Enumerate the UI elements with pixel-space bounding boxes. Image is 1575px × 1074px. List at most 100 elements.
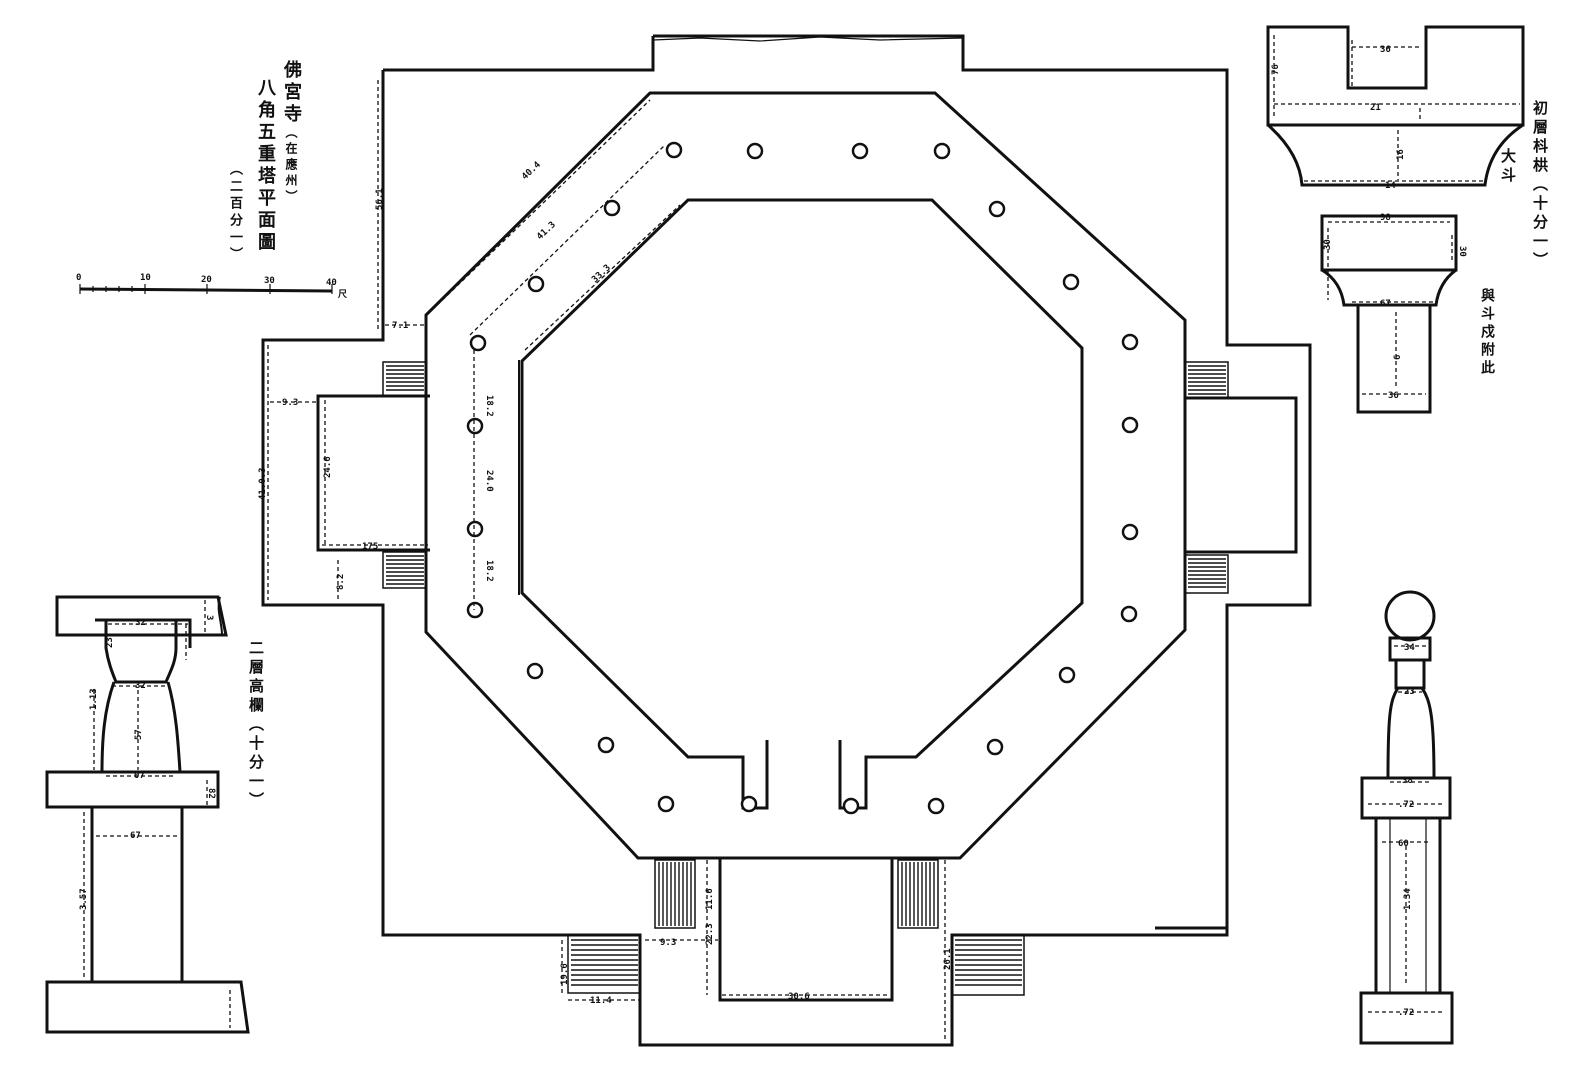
dim-label: 9.3 — [660, 938, 676, 948]
bracket-title: 初層枓栱（十分一） — [1531, 100, 1549, 271]
main-plan: 40.4 41.3 33.3 7.1 9.3 56.1 41.0.3 24.6 … — [258, 34, 1312, 1047]
dim-label: 26.1 — [943, 948, 953, 970]
column-mark — [597, 736, 615, 754]
post-detail: 34 23 38 .72 60 1.34 .72 — [1359, 590, 1454, 1045]
dim-label: 41.3 — [535, 220, 558, 242]
column-mark — [842, 797, 860, 815]
dim-label: 24.0 — [484, 470, 494, 492]
column-mark — [1120, 605, 1138, 623]
svg-text:16: 16 — [1396, 149, 1406, 160]
svg-text:23: 23 — [1404, 687, 1415, 697]
column-mark — [1121, 523, 1139, 541]
column-mark — [988, 200, 1006, 218]
column-mark — [469, 334, 487, 352]
columns — [466, 141, 1139, 815]
dim-label: 8.2 — [336, 574, 346, 590]
south-porch — [718, 858, 894, 1002]
column-mark — [851, 142, 869, 160]
steps-west-bottom — [382, 551, 427, 589]
column-mark — [1062, 273, 1080, 291]
steps-sw — [567, 934, 641, 994]
column-mark — [466, 417, 484, 435]
scale-bar: 0 10 20 30 40 尺 — [76, 273, 347, 300]
svg-text:67: 67 — [1380, 299, 1391, 309]
svg-text:.72: .72 — [1398, 800, 1414, 810]
svg-text:98: 98 — [1380, 213, 1391, 223]
svg-text:67: 67 — [130, 831, 141, 841]
column-mark — [657, 795, 675, 813]
dim-label: 11.4 — [590, 996, 612, 1006]
scale-unit: 尺 — [338, 289, 347, 300]
dim-label: 9.3 — [282, 398, 298, 408]
balustrade-detail: 32 23 32 1.13 57 07 82 3 3.57 67 — [45, 595, 250, 1034]
dim-label: 24.6 — [323, 456, 333, 478]
svg-text:.72: .72 — [1398, 1008, 1414, 1018]
steps-east-top — [1184, 361, 1229, 399]
scale-tick-40: 40 — [326, 278, 337, 288]
column-mark — [526, 662, 544, 680]
dim-label: 175 — [362, 542, 378, 552]
svg-text:14: 14 — [1385, 181, 1396, 191]
svg-text:32: 32 — [135, 618, 146, 628]
east-bay — [1185, 396, 1298, 554]
bracket-note: 與斗戍附此 — [1479, 288, 1495, 378]
platform-outline — [261, 34, 1312, 1047]
column-title: 二層高欄（十分一） — [247, 640, 265, 811]
title-location: （在應州） — [284, 126, 298, 206]
outer-octagon — [424, 91, 1187, 860]
svg-text:36: 36 — [1388, 391, 1399, 401]
svg-text:82: 82 — [206, 788, 216, 799]
svg-text:30: 30 — [1323, 239, 1333, 250]
steps-se — [951, 934, 1025, 996]
svg-text:34: 34 — [1404, 643, 1415, 653]
column-mark — [527, 275, 545, 293]
dim-label: 18.2 — [484, 560, 494, 582]
steps-south-right — [897, 859, 939, 929]
scale-tick-30: 30 — [264, 276, 275, 286]
svg-text:32: 32 — [135, 681, 146, 691]
svg-text:07: 07 — [134, 771, 145, 781]
svg-text:57: 57 — [134, 729, 144, 740]
bracket-detail: 36 76 21 16 14 98 30 30 67 6 36 — [1266, 25, 1525, 414]
svg-text:6: 6 — [1393, 355, 1403, 360]
column-mark — [603, 199, 621, 217]
column-mark — [1058, 666, 1076, 684]
column-mark — [933, 142, 951, 160]
dim-label: 56.1 — [375, 188, 385, 210]
scale-tick-10: 10 — [140, 273, 151, 283]
inner-octagon — [520, 198, 1084, 810]
bracket-dadou-label: 大斗 — [1499, 148, 1517, 186]
steps-south-left — [654, 859, 696, 929]
dim-label: 30.6 — [788, 992, 810, 1002]
svg-text:30: 30 — [1457, 246, 1467, 257]
svg-text:36: 36 — [1380, 45, 1391, 55]
svg-text:60: 60 — [1398, 839, 1409, 849]
scale-tick-0: 0 — [76, 273, 81, 283]
dim-label: 18.2 — [484, 395, 494, 417]
west-bay — [316, 394, 430, 552]
column-mark — [746, 142, 764, 160]
dim-label: 22.3 — [705, 923, 715, 945]
column-mark — [466, 520, 484, 538]
svg-text:3.57: 3.57 — [79, 888, 89, 910]
column-mark — [927, 797, 945, 815]
title-scale: （二百分一） — [227, 162, 242, 264]
column-mark — [740, 795, 758, 813]
svg-text:23: 23 — [105, 637, 115, 648]
column-mark — [1121, 333, 1139, 351]
svg-text:3: 3 — [204, 615, 214, 620]
steps-west-top — [382, 361, 427, 397]
svg-text:1.34: 1.34 — [1403, 888, 1413, 910]
dim-label: 41.0.3 — [258, 467, 268, 500]
column-mark — [665, 141, 683, 159]
column-mark — [1121, 416, 1139, 434]
svg-text:76: 76 — [1271, 64, 1281, 75]
svg-text:38: 38 — [1402, 776, 1413, 786]
dim-label: 11.6 — [705, 888, 715, 910]
title-subject: 八角五重塔平面圖 — [255, 78, 276, 254]
column-mark — [986, 738, 1004, 756]
title-temple: 佛宮寺（在應州） — [281, 60, 302, 206]
dim-label: 7.1 — [392, 321, 408, 331]
steps-east-bottom — [1184, 554, 1229, 594]
